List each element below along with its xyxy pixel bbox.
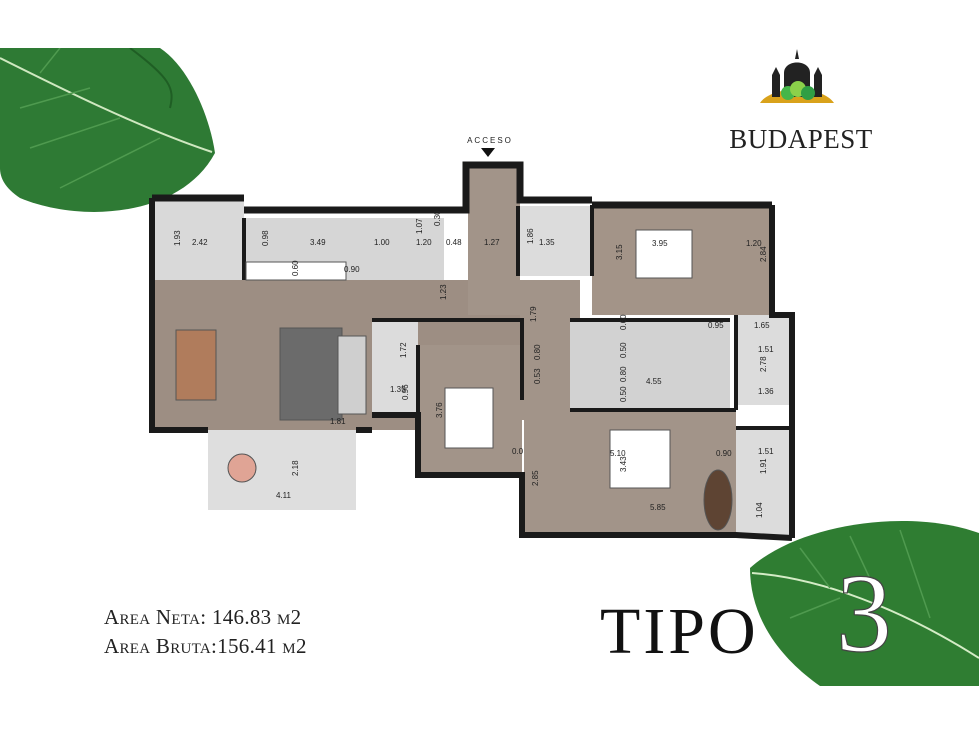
entry-arrow-icon	[481, 148, 495, 157]
dim-label: 1.20	[416, 238, 432, 247]
tropical-leaf-icon	[750, 520, 979, 686]
brand-name: BUDAPEST	[729, 124, 873, 154]
tropical-leaf-icon	[0, 48, 215, 212]
kitchen-island-icon	[245, 261, 347, 281]
dim-label: 0.48	[446, 238, 462, 247]
bed-icon	[609, 429, 671, 489]
dim-label: 1.04	[755, 502, 764, 518]
rug-icon	[279, 327, 343, 421]
dim-label: 0.96	[401, 384, 410, 400]
dim-label: 0.90	[344, 265, 360, 274]
bed-icon	[444, 387, 494, 449]
dim-label: 3.95	[652, 239, 668, 248]
dimension-labels: 1.93 2.42 0.98 3.49 1.00 1.07 0.30 1.20 …	[173, 210, 774, 518]
dim-label: 1.93	[173, 230, 182, 246]
terrace-table-icon	[227, 453, 257, 483]
dim-label: 4.55	[646, 377, 662, 386]
dim-label: 0.80	[533, 344, 542, 360]
dim-label: 1.23	[439, 284, 448, 300]
dim-label: 4.11	[276, 491, 292, 500]
dim-label: 0.90	[716, 449, 732, 458]
bench-icon	[703, 469, 733, 531]
dim-label: 0.0	[512, 447, 524, 456]
net-area: Area Neta: 146.83 m2	[104, 605, 301, 630]
dim-label: 5.10	[610, 449, 626, 458]
dim-label: 1.51	[758, 447, 774, 456]
dim-label: 1.07	[415, 218, 424, 234]
dim-label: 1.79	[529, 306, 538, 322]
floor-areas	[152, 165, 792, 538]
dim-label: 1.81	[330, 417, 346, 426]
dim-label: 0.98	[261, 230, 270, 246]
dim-label: 2.85	[531, 470, 540, 486]
dim-label: 2.78	[759, 356, 768, 372]
dim-label: 0.95	[708, 321, 724, 330]
entry-label: ACCESO	[467, 136, 513, 145]
dim-label: 5.85	[650, 503, 666, 512]
type-word: TIPO	[600, 595, 759, 668]
dim-label: 0.50	[619, 386, 628, 402]
type-number: 3	[835, 551, 892, 676]
dim-label: 0.30	[433, 210, 442, 226]
dim-label: 2.18	[291, 460, 300, 476]
dim-label: 3.49	[310, 238, 326, 247]
dim-label: 1.27	[484, 238, 500, 247]
gross-area: Area Bruta:156.41 m2	[104, 634, 307, 659]
dim-label: 2.84	[759, 246, 768, 262]
dim-label: 0.50	[619, 342, 628, 358]
bed-icon	[635, 229, 693, 279]
dim-label: 3.76	[435, 402, 444, 418]
net-area-value: 146.83 m2	[211, 605, 302, 629]
dim-label: 1.65	[754, 321, 770, 330]
dim-label: 1.35	[539, 238, 555, 247]
dim-label: 1.86	[526, 228, 535, 244]
dim-label: 0.60	[291, 260, 300, 276]
dim-label: 3.15	[615, 244, 624, 260]
dining-table-icon	[175, 329, 217, 401]
sofa-icon	[337, 335, 367, 415]
dim-label: 1.51	[758, 345, 774, 354]
gross-area-label: Area Bruta:	[104, 634, 218, 658]
dim-label: 0.80	[619, 366, 628, 382]
dim-label: 1.00	[374, 238, 390, 247]
furniture	[175, 229, 733, 531]
dim-label: 3.43	[619, 456, 628, 472]
dim-label: 2.42	[192, 238, 208, 247]
walls	[149, 161, 795, 541]
cathedral-logo-icon	[760, 49, 834, 103]
dim-label: 1.36	[758, 387, 774, 396]
dim-label: 1.72	[399, 342, 408, 358]
gross-area-value: 156.41 m2	[217, 634, 307, 658]
net-area-label: Area Neta:	[104, 605, 207, 629]
dim-label: 1.20	[746, 239, 762, 248]
dim-label: 1.35	[390, 385, 406, 394]
dim-label: 0.53	[533, 368, 542, 384]
dim-label: 0.60	[619, 314, 628, 330]
dim-label: 1.91	[759, 458, 768, 474]
